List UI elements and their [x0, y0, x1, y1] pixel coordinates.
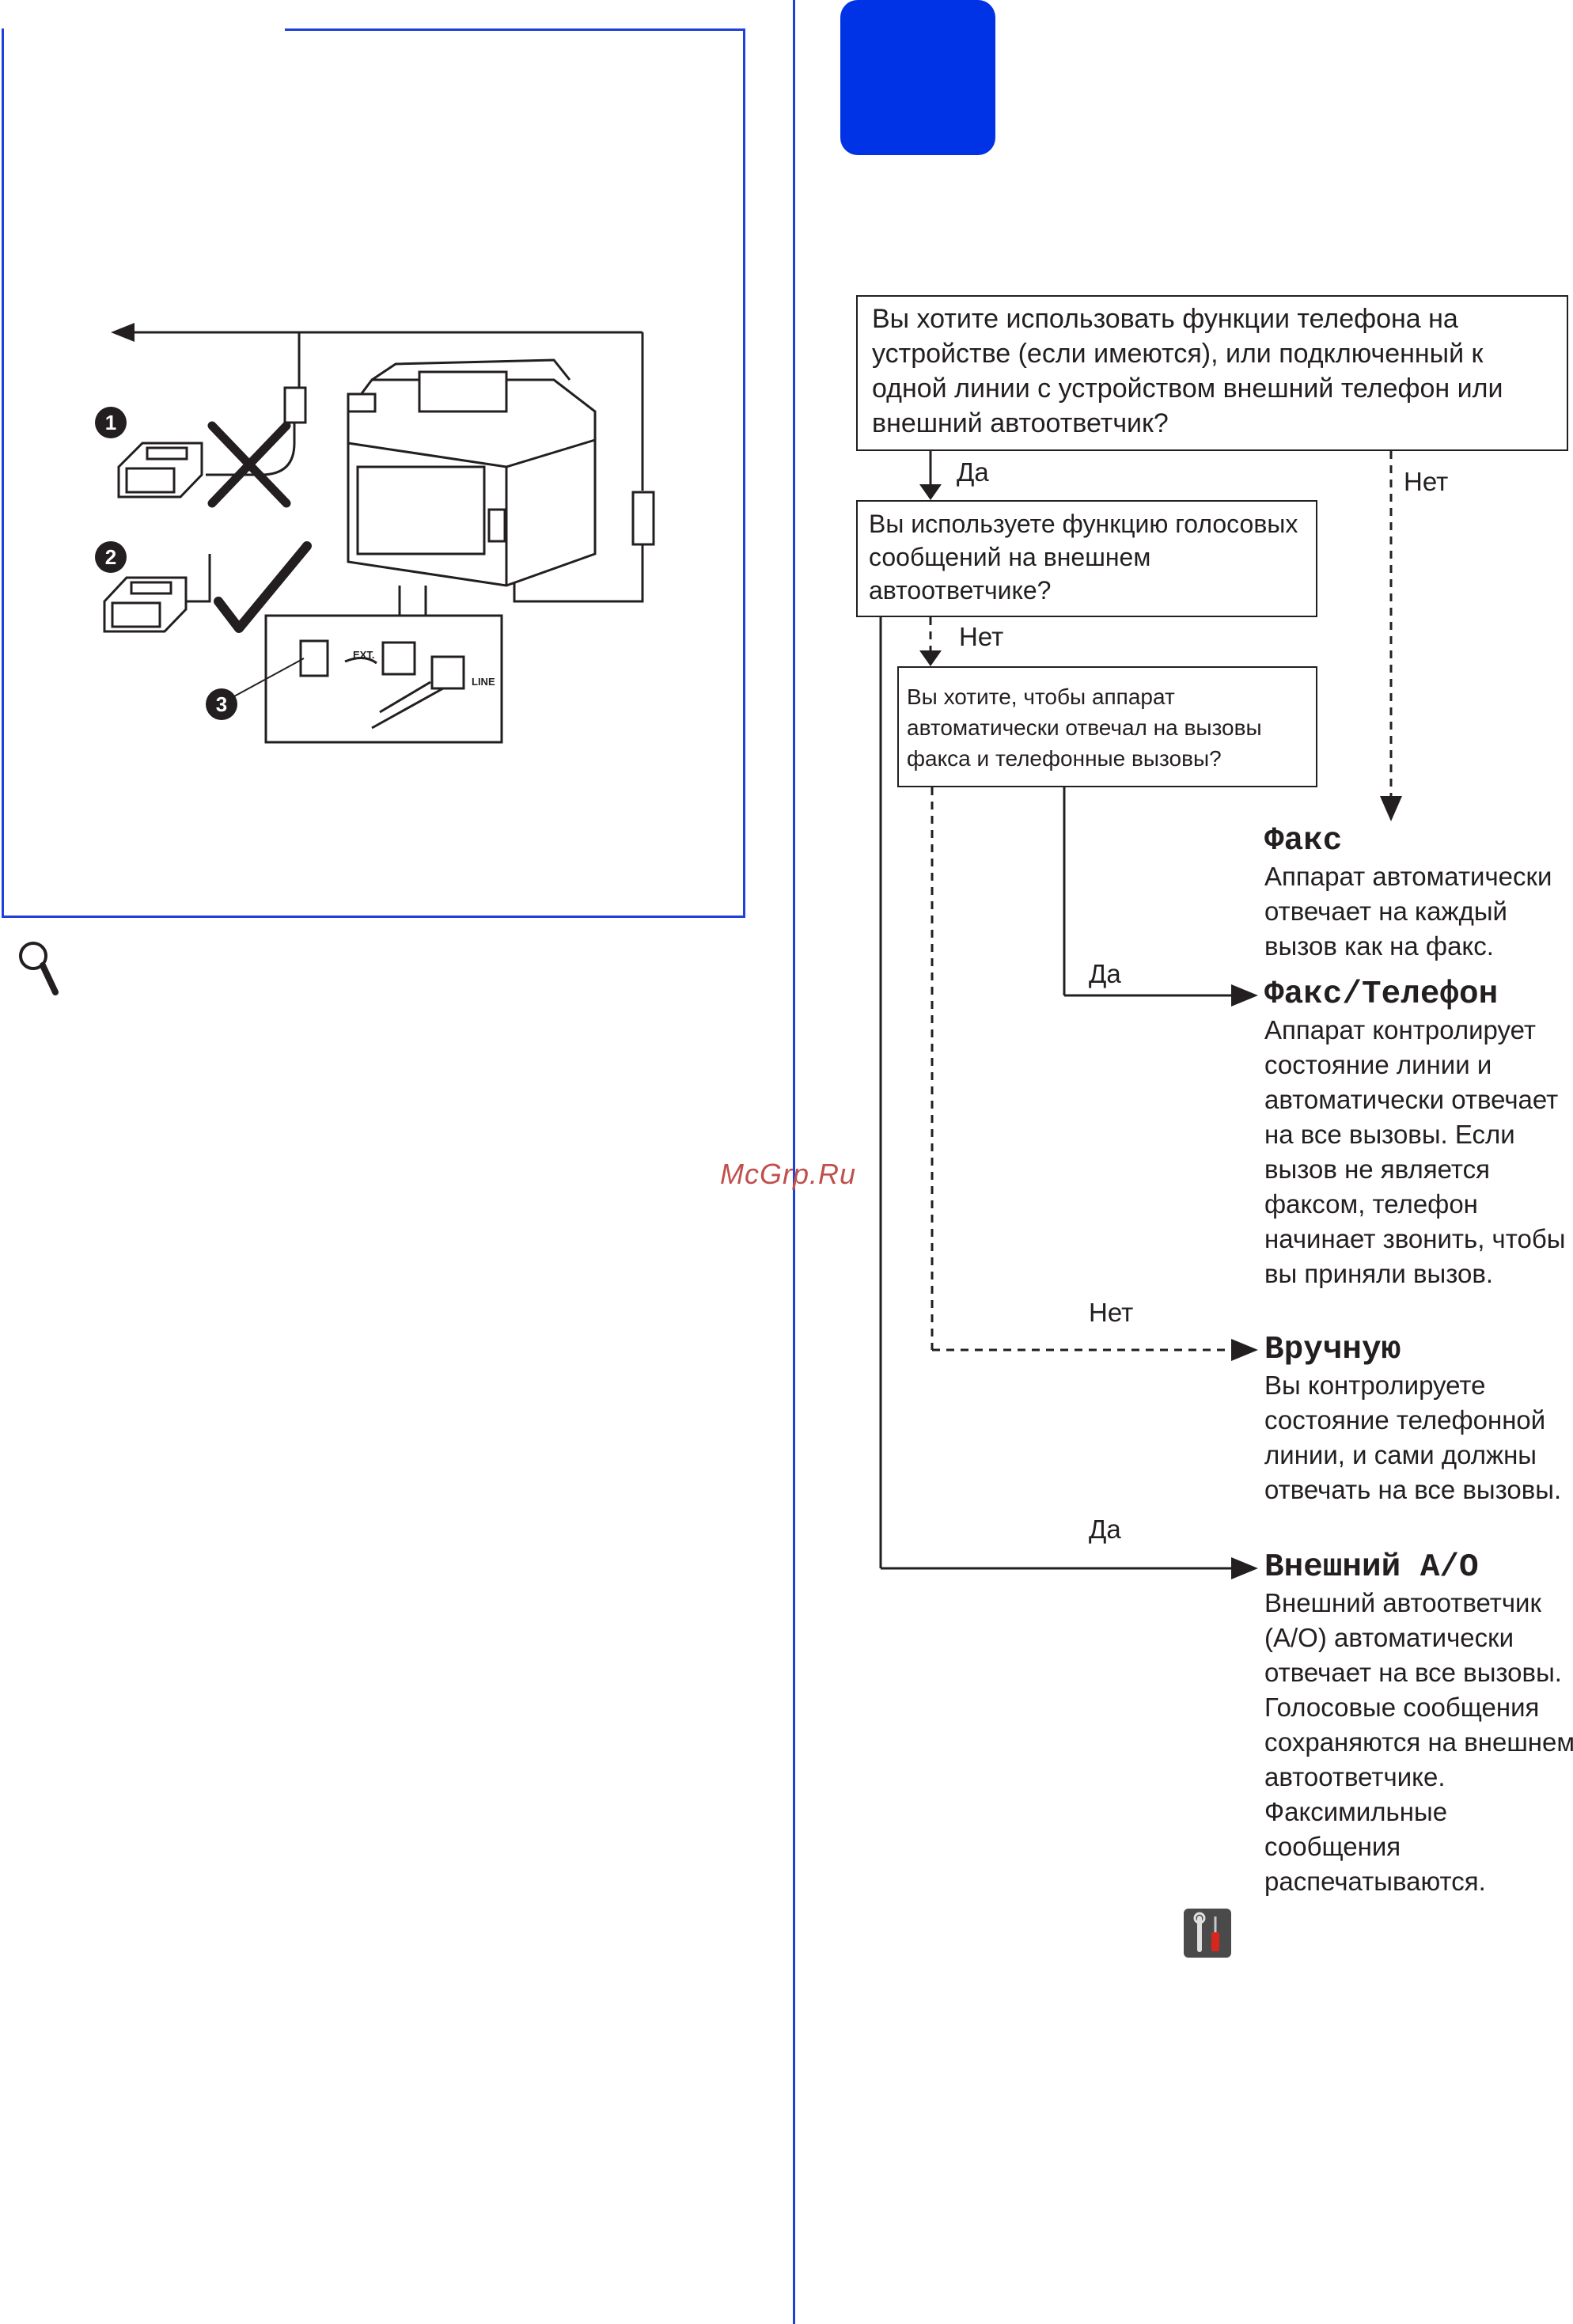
- check-icon: [214, 541, 312, 633]
- illustration-panel: [2, 28, 745, 918]
- tools-icon: [1184, 1909, 1231, 1958]
- q2-yes-label: Да: [1089, 1515, 1121, 1544]
- q3-yes-label: Да: [1089, 959, 1121, 988]
- q1-yes-label: Да: [957, 457, 989, 487]
- mode-fax-title: Факс: [1264, 823, 1343, 859]
- ext-port-label: EXT.: [353, 649, 374, 661]
- mode-fax-tel-title: Факс/Телефон: [1264, 976, 1499, 1013]
- question-3-text: Вы хотите, чтобы аппарат автоматически о…: [907, 684, 1262, 771]
- question-1-box: Вы хотите использовать функции телефона …: [856, 295, 1568, 451]
- callouts: 1 2 3 EXT. LINE: [95, 407, 495, 720]
- mode-external-tad: Внешний А/О Внешний автоответчик (А/О) а…: [1264, 1549, 1573, 1899]
- line-port-label: LINE: [472, 676, 495, 688]
- cross-icon: [207, 421, 291, 508]
- question-1-text: Вы хотите использовать функции телефона …: [872, 304, 1503, 438]
- column-divider: [793, 0, 795, 2324]
- mode-manual-desc: Вы контролируете состояние телефонной ли…: [1264, 1371, 1562, 1504]
- flow-connectors: [879, 451, 1393, 1570]
- flow-arrowheads: [919, 484, 1402, 1579]
- callout-1: 1: [105, 411, 116, 434]
- q2-no-label: Нет: [959, 622, 1004, 651]
- callout-3: 3: [216, 692, 227, 716]
- step-badge: [840, 0, 995, 155]
- mode-manual: Вручную Вы контролируете состояние телеф…: [1264, 1332, 1573, 1507]
- mode-manual-title: Вручную: [1264, 1332, 1401, 1368]
- question-2-box: Вы используете функцию голосовых сообщен…: [856, 500, 1317, 617]
- mode-external-tad-desc: Внешний автоответчик (А/О) автоматически…: [1264, 1588, 1573, 1896]
- callout-2: 2: [105, 545, 116, 569]
- mode-fax-desc: Аппарат автоматически отвечает на каждый…: [1264, 862, 1552, 961]
- magnifier-icon: [19, 942, 59, 995]
- panel-top-rule: [285, 28, 745, 31]
- q1-no-label: Нет: [1404, 467, 1449, 496]
- question-3-box: Вы хотите, чтобы аппарат автоматически о…: [897, 666, 1317, 787]
- q3-no-label: Нет: [1089, 1298, 1134, 1327]
- mode-fax-tel: Факс/Телефон Аппарат контролирует состоя…: [1264, 976, 1573, 1291]
- mode-external-tad-title: Внешний А/О: [1264, 1549, 1479, 1586]
- question-2-text: Вы используете функцию голосовых сообщен…: [869, 510, 1298, 605]
- watermark: McGrp.Ru: [720, 1158, 857, 1190]
- mode-fax: Факс Аппарат автоматически отвечает на к…: [1264, 823, 1573, 964]
- mode-fax-tel-desc: Аппарат контролирует состояние линии и а…: [1264, 1015, 1566, 1288]
